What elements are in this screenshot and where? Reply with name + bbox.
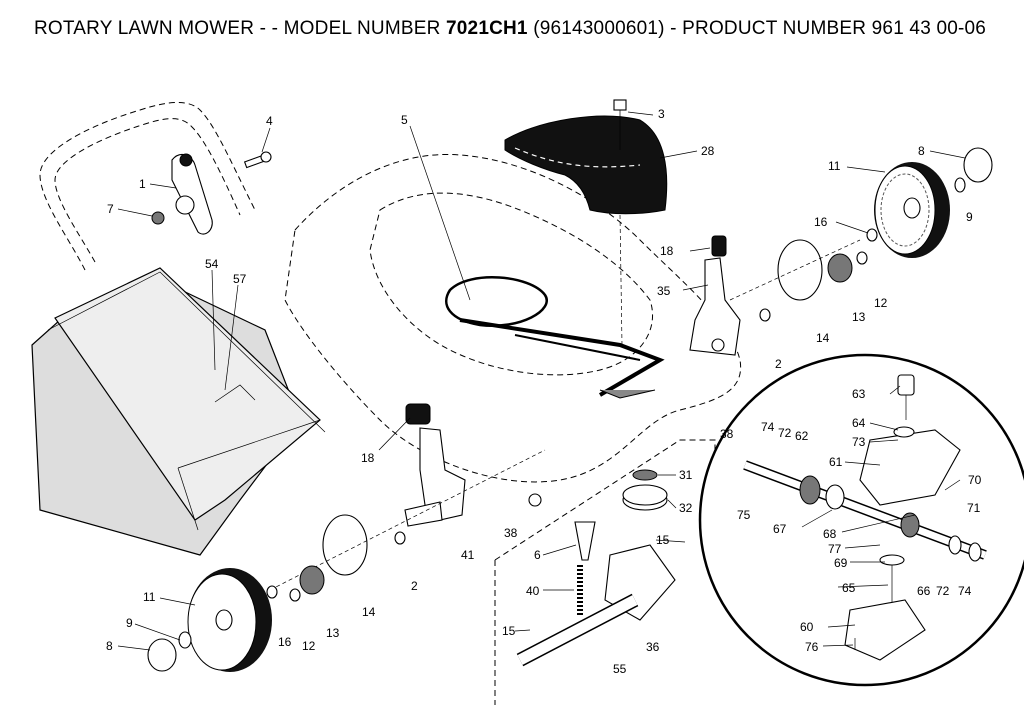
title-prefix: ROTARY LAWN MOWER - - MODEL NUMBER [34, 18, 441, 39]
gear-assembly-right [729, 228, 878, 322]
callout-71: 71 [967, 501, 981, 515]
title-suffix: (96143000601) - PRODUCT NUMBER 961 43 00… [533, 18, 987, 39]
callout-77: 77 [828, 542, 842, 556]
detail-circle [698, 353, 1024, 687]
callout-18-right: 18 [660, 244, 674, 258]
callout-54: 54 [205, 257, 219, 271]
callout-75: 75 [737, 508, 751, 522]
callout-74-bottom: 74 [958, 584, 972, 598]
callout-11-bottom: 11 [143, 590, 156, 604]
callout-63: 63 [852, 387, 866, 401]
callout-12-top: 12 [874, 296, 888, 310]
height-adjuster-left [404, 403, 466, 527]
bolt-3-part [613, 99, 627, 150]
callout-16-top: 16 [814, 215, 828, 229]
callout-57: 57 [233, 272, 247, 286]
callout-69: 69 [834, 556, 848, 570]
callout-62: 62 [795, 429, 809, 443]
callout-7: 7 [107, 202, 114, 216]
callout-65: 65 [842, 581, 856, 595]
callout-labels: 1 7 4 5 3 28 54 57 11 8 9 16 18 35 12 13… [106, 107, 982, 676]
callout-18-left: 18 [361, 451, 375, 465]
callout-38-top: 38 [720, 427, 734, 441]
callout-5: 5 [401, 113, 408, 127]
height-adjuster-right [689, 235, 741, 356]
callout-2-top: 2 [775, 357, 782, 371]
page-title: ROTARY LAWN MOWER - - MODEL NUMBER 7021C… [34, 18, 986, 40]
callout-55: 55 [613, 662, 627, 676]
callout-14-bottom: 14 [362, 605, 376, 619]
callout-73: 73 [852, 435, 866, 449]
callout-36: 36 [646, 640, 660, 654]
callout-1: 1 [139, 177, 146, 191]
callout-15-bottom: 15 [502, 624, 516, 638]
callout-72-bottom: 72 [936, 584, 950, 598]
bolt-part [243, 151, 272, 169]
callout-74-top: 74 [761, 420, 775, 434]
wheel-rear-right [874, 147, 993, 258]
callout-8-top: 8 [918, 144, 925, 158]
callout-68: 68 [823, 527, 837, 541]
callout-61: 61 [829, 455, 843, 469]
callout-12-bottom: 12 [302, 639, 316, 653]
callout-14-top: 14 [816, 331, 830, 345]
callout-2-bottom: 2 [411, 579, 418, 593]
leader-lines [117, 111, 966, 651]
callout-41: 41 [461, 548, 475, 562]
callout-13-bottom: 13 [326, 626, 340, 640]
callout-8-bottom: 8 [106, 639, 113, 653]
gear-assembly-left [266, 449, 546, 602]
callout-66: 66 [917, 584, 931, 598]
callout-40: 40 [526, 584, 540, 598]
transmission-group [494, 439, 716, 705]
callout-28: 28 [701, 144, 715, 158]
callout-76: 76 [805, 640, 819, 654]
callout-6: 6 [534, 548, 541, 562]
callout-9-bottom: 9 [126, 616, 133, 630]
callout-70: 70 [968, 473, 982, 487]
callout-4: 4 [266, 114, 273, 128]
cover-part [504, 115, 668, 215]
callout-13-top: 13 [852, 310, 866, 324]
callout-67: 67 [773, 522, 787, 536]
callout-35: 35 [657, 284, 671, 298]
callout-32: 32 [679, 501, 693, 515]
blade-part [445, 276, 665, 399]
callout-31: 31 [679, 468, 693, 482]
callout-60: 60 [800, 620, 814, 634]
grass-catcher [31, 267, 326, 556]
wheel-front-left [147, 568, 272, 672]
callout-3: 3 [658, 107, 665, 121]
handle-outline [39, 102, 256, 271]
callout-38-bottom: 38 [504, 526, 518, 540]
title-model-number: 7021CH1 [446, 18, 528, 39]
callout-72-top: 72 [778, 426, 792, 440]
callout-11-top: 11 [828, 159, 841, 173]
callout-15-right: 15 [656, 533, 670, 547]
callout-16-bottom: 16 [278, 635, 292, 649]
callout-64: 64 [852, 416, 866, 430]
handle-knob-part [171, 153, 213, 235]
mower-deck [284, 153, 742, 483]
callout-9-top: 9 [966, 210, 973, 224]
washer-7-part [151, 211, 165, 225]
